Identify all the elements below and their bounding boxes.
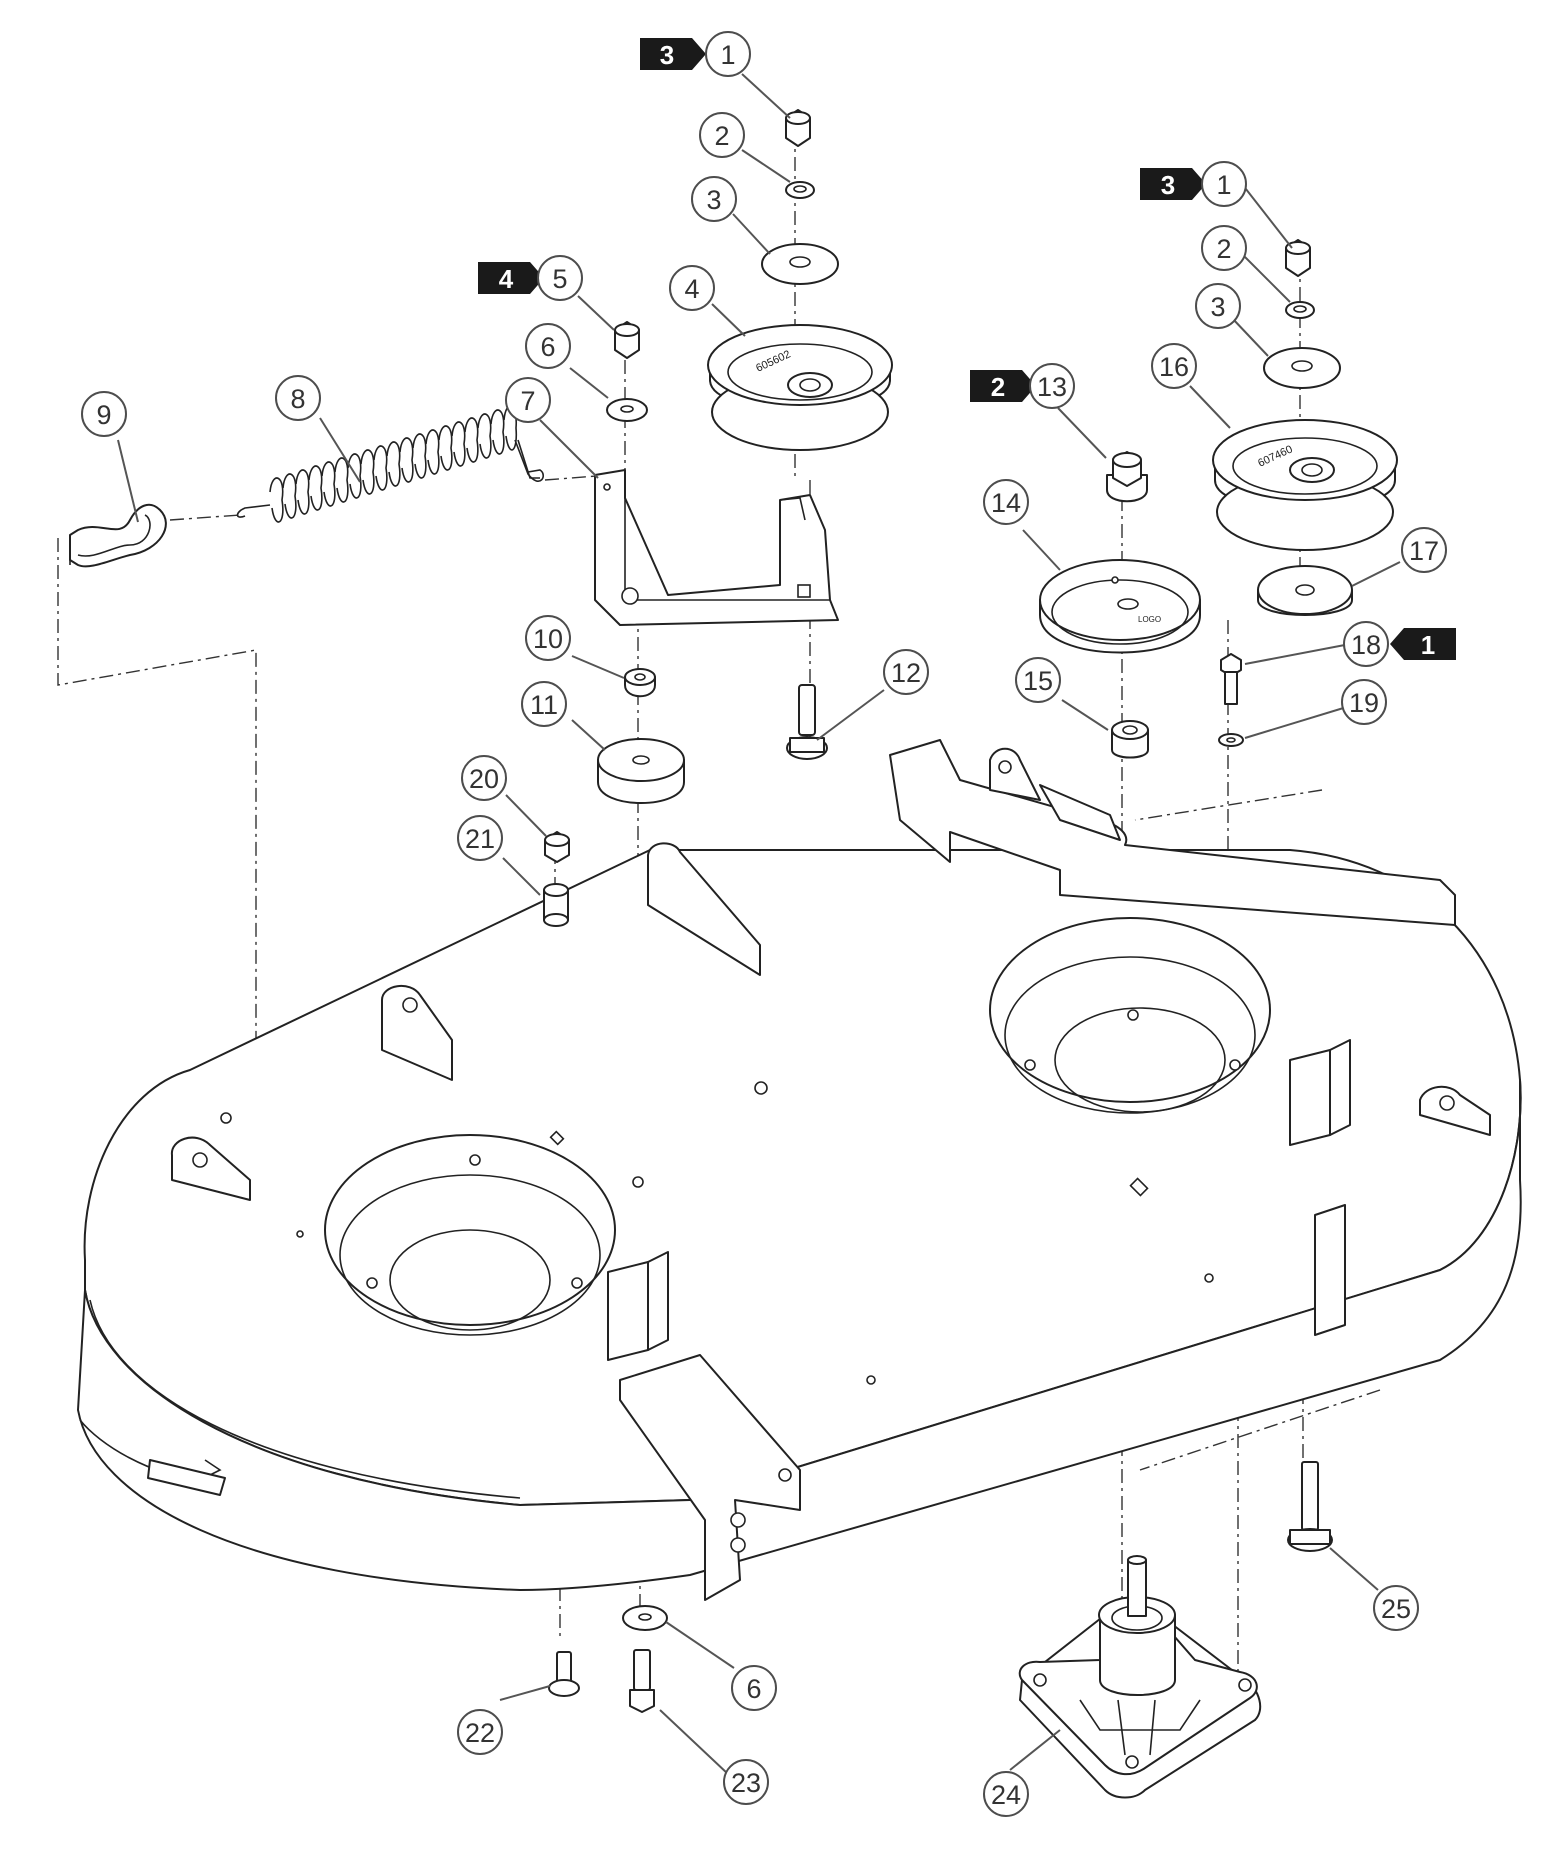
extension-spring: [236, 405, 544, 523]
idler-arm: [594, 469, 839, 626]
callout-7a: 7: [505, 377, 551, 423]
callout-1b: 1: [1201, 161, 1247, 207]
svg-text:3: 3: [706, 185, 721, 215]
svg-text:3: 3: [1210, 292, 1225, 322]
badge-1a: 1: [1390, 628, 1456, 660]
svg-text:23: 23: [731, 1768, 761, 1798]
callout-21a: 21: [457, 815, 503, 861]
svg-text:1: 1: [1421, 630, 1435, 660]
lower-hardware: [548, 1461, 1333, 1713]
svg-text:25: 25: [1381, 1594, 1411, 1624]
pulley-part-marking: LOGO: [1138, 615, 1161, 624]
pivot-hardware: [543, 831, 570, 927]
callout-24a: 24: [983, 1771, 1029, 1817]
callout-1a: 1: [705, 31, 751, 77]
svg-text:7: 7: [520, 386, 535, 416]
callout-6a: 6: [525, 323, 571, 369]
callout-2a: 2: [699, 112, 745, 158]
callout-6b: 6: [731, 1665, 777, 1711]
svg-text:10: 10: [533, 624, 563, 654]
svg-text:5: 5: [552, 264, 567, 294]
reference-badges: 3 4 2 3 1: [478, 38, 1456, 660]
svg-text:1: 1: [1216, 170, 1231, 200]
spindle-assembly: [1018, 1555, 1262, 1799]
svg-text:24: 24: [991, 1780, 1021, 1810]
svg-text:6: 6: [746, 1674, 761, 1704]
svg-text:19: 19: [1349, 688, 1379, 718]
svg-text:16: 16: [1159, 352, 1189, 382]
svg-text:21: 21: [465, 824, 495, 854]
callout-15a: 15: [1015, 657, 1061, 703]
callout-3b: 3: [1195, 283, 1241, 329]
callout-leaders: [117, 73, 1401, 1775]
badge-3b: 3: [1140, 168, 1206, 200]
callout-19a: 19: [1341, 679, 1387, 725]
svg-text:14: 14: [991, 488, 1021, 518]
callout-9a: 9: [81, 391, 127, 437]
callout-17a: 17: [1401, 527, 1447, 573]
callout-23a: 23: [723, 1759, 769, 1805]
deck-hanger-bracket: [889, 739, 1456, 926]
idler-arm-hardware: [597, 321, 685, 804]
svg-text:12: 12: [891, 658, 921, 688]
svg-text:13: 13: [1037, 372, 1067, 402]
badge-3a: 3: [640, 38, 706, 70]
badge-2a: 2: [970, 370, 1036, 402]
callout-14a: 14: [983, 479, 1029, 525]
svg-text:6: 6: [540, 332, 555, 362]
callout-16a: 16: [1151, 343, 1197, 389]
svg-text:2: 2: [1216, 234, 1231, 264]
callout-bubbles: 1 2 3 4 5 6 7 8 9 10 11 12 13 14 15 1 2 …: [81, 31, 1447, 1817]
svg-text:11: 11: [530, 690, 558, 720]
svg-text:2: 2: [714, 121, 729, 151]
callout-18a: 18: [1343, 621, 1389, 667]
svg-text:1: 1: [720, 40, 735, 70]
mower-deck: [77, 842, 1522, 1601]
svg-text:20: 20: [469, 764, 499, 794]
svg-text:3: 3: [1161, 170, 1175, 200]
svg-text:9: 9: [96, 400, 111, 430]
callout-12a: 12: [883, 649, 929, 695]
callout-2b: 2: [1201, 225, 1247, 271]
callout-8a: 8: [275, 375, 321, 421]
badge-4a: 4: [478, 262, 544, 294]
svg-text:18: 18: [1351, 630, 1381, 660]
svg-text:8: 8: [290, 384, 305, 414]
svg-text:2: 2: [991, 372, 1005, 402]
left-idler-stack: 605602: [707, 109, 893, 760]
svg-text:17: 17: [1409, 536, 1439, 566]
callout-25a: 25: [1373, 1585, 1419, 1631]
svg-text:22: 22: [465, 1718, 495, 1748]
svg-text:3: 3: [660, 40, 674, 70]
callout-13a: 13: [1029, 363, 1075, 409]
callout-3a: 3: [691, 176, 737, 222]
right-idler-stack: 607460: [1212, 239, 1398, 747]
callout-5a: 5: [537, 255, 583, 301]
spring-hook: [69, 503, 167, 568]
callout-22a: 22: [457, 1709, 503, 1755]
callout-11a: 11: [521, 681, 567, 727]
drive-pulley-stack: LOGO: [1039, 451, 1201, 759]
svg-text:15: 15: [1023, 666, 1053, 696]
callout-10a: 10: [525, 615, 571, 661]
callout-4a: 4: [669, 265, 715, 311]
svg-text:4: 4: [684, 274, 699, 304]
callout-20a: 20: [461, 755, 507, 801]
svg-text:4: 4: [499, 264, 514, 294]
